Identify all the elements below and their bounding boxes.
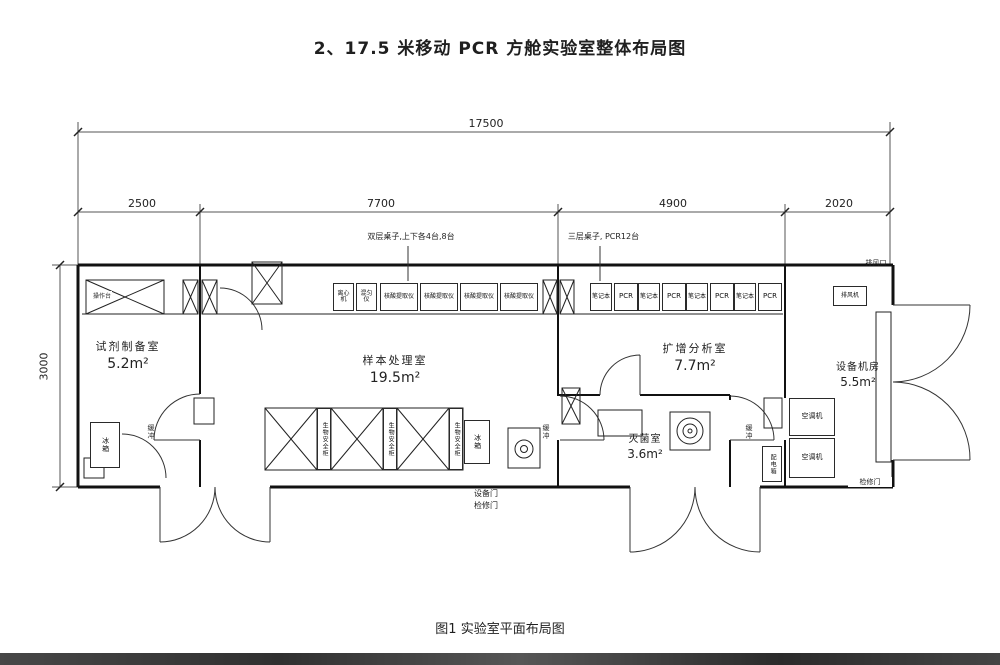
buffer-room-label: 缓冲 [542,424,550,440]
wall-box [763,397,783,429]
room-name: 设备机房 [836,362,880,373]
dimension-seg-1: 2500 [110,197,174,210]
dimension-seg-2: 7700 [349,197,413,210]
room-label-reagent: 试剂制备室 5.2m² [78,338,178,372]
room-area: 19.5m² [369,370,421,386]
room-label-sample: 样本处理室 19.5m² [330,352,460,386]
biosafety-cabinet-label: 生物安全柜 [383,408,397,470]
outer-walls [76,263,895,489]
equipment-box-laptop: 笔记本 [638,283,660,311]
room-area: 3.6m² [627,447,663,461]
buffer-room-label: 缓冲 [147,424,155,440]
equipment-box-extractor: 核酸提取仪 [380,283,418,311]
access-door-right-label: 检修门 [848,477,892,487]
dimension-lines [52,122,891,488]
cable-duct [875,311,892,463]
equipment-box-extractor: 核酸提取仪 [500,283,538,311]
annotation-sample-bench: 双层桌子,上下各4台,8台 [367,232,455,241]
exhaust-vent-label: 排风口 [865,259,887,267]
sterilization-table [597,409,643,437]
equipment-box-pcr: PCR [758,283,782,311]
room-area: 5.2m² [107,356,149,372]
bottom-strip [0,653,1000,665]
room-area: 7.7m² [674,358,716,374]
equipment-box-laptop: 笔记本 [590,283,612,311]
room-area: 5.5m² [840,375,876,389]
exhaust-fan: 排风机 [833,286,867,306]
autoclave-stand [669,411,711,451]
air-conditioner-unit: 空调机 [789,438,835,478]
access-hatch-label: 检修门 [474,501,498,510]
power-distribution-box: 配电箱 [762,446,782,482]
equipment-box-pcr: PCR [710,283,734,311]
autoclave-icon-mid [682,423,698,439]
page-title: 2、17.5 米移动 PCR 方舱实验室整体布局图 [313,39,687,59]
equipment-box-pcr: PCR [662,283,686,311]
figure-caption: 图1 实验室平面布局图 [435,622,565,637]
interior-walls [199,265,786,487]
equipment-box-centrifuge: 离心机 [333,283,354,311]
equipment-box-extractor: 核酸提取仪 [420,283,458,311]
hatched-fixtures [85,261,581,471]
equipment-shapes [83,311,892,479]
sink [193,397,215,425]
air-conditioner-unit: 空调机 [789,398,835,436]
door-arcs [121,287,971,553]
biosafety-cabinet-label: 生物安全柜 [449,408,463,470]
biosafety-cabinet-label: 生物安全柜 [317,408,331,470]
centrifuge-icon-inner [520,445,528,453]
equipment-box-mixer: 混匀仪 [356,283,377,311]
room-name: 试剂制备室 [95,340,161,353]
centrifuge-icon [514,439,534,459]
autoclave-icon-dot [687,428,693,434]
room-name: 灭菌室 [628,434,662,445]
dimension-depth: 3000 [37,352,51,381]
worktable-label: 操作台 [92,291,113,300]
fridge: 冰箱 [464,420,490,464]
autoclave-icon [676,417,704,445]
annotation-pcr-bench: 三层桌子, PCR12台 [567,232,640,241]
equipment-box-laptop: 笔记本 [686,283,708,311]
dimension-total: 17500 [454,117,518,130]
equipment-box-extractor: 核酸提取仪 [460,283,498,311]
dimension-seg-4: 2020 [807,197,871,210]
buffer-room-label: 缓冲 [745,424,753,440]
equipment-box-pcr: PCR [614,283,638,311]
dimension-seg-3: 4900 [641,197,705,210]
room-label-equipment: 设备机房 5.5m² [818,358,898,389]
room-label-amplification: 扩增分析室 7.7m² [630,340,760,374]
annotation-leader-lines [407,246,601,281]
equipment-door-label: 设备门 [474,489,498,498]
equipment-box-laptop: 笔记本 [734,283,756,311]
fridge: 冰箱 [90,422,120,468]
room-name: 扩增分析室 [662,342,728,355]
room-name: 样本处理室 [362,354,428,367]
centrifuge-stand [507,427,541,469]
dimension-ticks [55,127,895,492]
room-label-sterilization: 灭菌室 3.6m² [602,430,688,461]
